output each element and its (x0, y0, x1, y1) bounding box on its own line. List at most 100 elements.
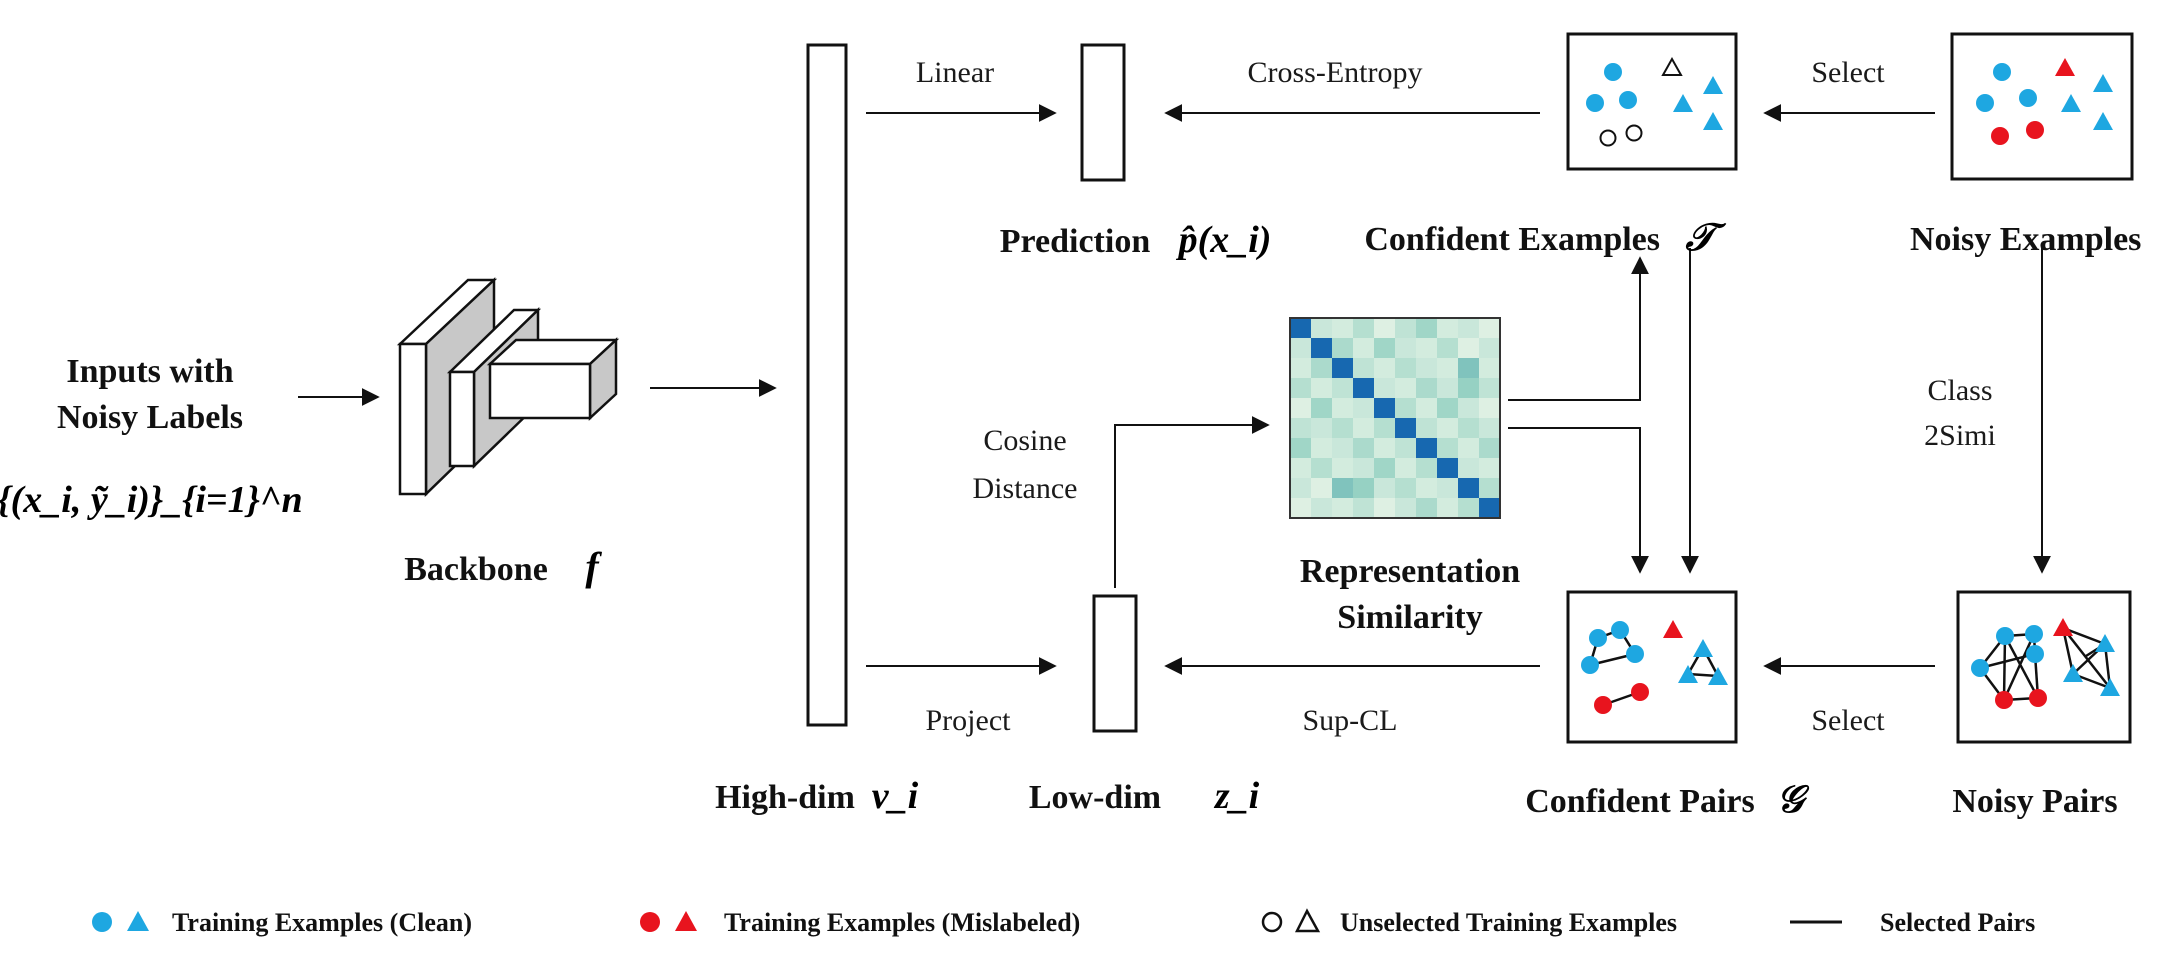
heatmap-cell (1458, 398, 1480, 419)
heatmap-cell (1479, 378, 1501, 399)
heatmap-cell (1332, 438, 1354, 459)
prediction-label: Prediction (1000, 223, 1151, 260)
heatmap-cell (1437, 358, 1459, 379)
heatmap-cell (1479, 498, 1501, 519)
prediction-math: p̂(x_i) (1176, 219, 1272, 261)
heatmap-cell (1395, 358, 1417, 379)
noisy-pairs-box (1956, 590, 2132, 744)
mislabeled-circle (1631, 683, 1649, 701)
legend-mislabeled-triangle (675, 911, 697, 931)
heatmap-cell (1416, 398, 1438, 419)
heatmap-cell (1458, 458, 1480, 479)
heatmap-cell (1353, 378, 1375, 399)
heatmap-cell (1311, 458, 1333, 479)
arrow-heatmap-to-confident-examples (1508, 256, 1649, 401)
heatmap-cell (1416, 378, 1438, 399)
heatmap-cell (1290, 338, 1312, 359)
heatmap-cell (1374, 358, 1396, 379)
backbone-icon (396, 277, 620, 497)
linear-label: Linear (916, 56, 994, 89)
mislabeled-triangle (1663, 620, 1683, 638)
heatmap-cell (1290, 418, 1312, 439)
mislabeled-circle (1991, 127, 2009, 145)
clean-triangle (1693, 639, 1713, 657)
clean-circle (1996, 627, 2014, 645)
heatmap-cell (1416, 318, 1438, 339)
heatmap-cell (1374, 458, 1396, 479)
clean-circle (1971, 659, 1989, 677)
low-dim-bar (1092, 594, 1138, 733)
heatmap-cell (1290, 498, 1312, 519)
noisy-examples-box (1950, 32, 2134, 181)
backbone-label: Backbone (404, 551, 548, 588)
heatmap-cell (1395, 418, 1417, 439)
heatmap-cell (1290, 398, 1312, 419)
heatmap-cell (1479, 418, 1501, 439)
heatmap-cell (1458, 498, 1480, 519)
heatmap-cell (1290, 318, 1312, 339)
heatmap-cell (1290, 458, 1312, 479)
clean-circle (1993, 63, 2011, 81)
heatmap-cell (1374, 338, 1396, 359)
legend-item-unselected: Unselected Training Examples (1261, 908, 1677, 937)
heatmap-cell (1479, 458, 1501, 479)
backbone-math: f (585, 544, 602, 589)
clean-circle (1586, 94, 1604, 112)
heatmap-cell (1353, 438, 1375, 459)
heatmap-cell (1353, 498, 1375, 519)
confident-examples-box (1566, 32, 1738, 171)
clean-circle (1611, 621, 1629, 639)
arrow-cosine-distance (1114, 416, 1270, 588)
heatmap-cell (1311, 358, 1333, 379)
clean-circle (2025, 625, 2043, 643)
arrow-heatmap-to-confident-pairs (1508, 427, 1649, 574)
heatmap-cell (1437, 338, 1459, 359)
inputs-title-line1: Inputs with (66, 353, 233, 390)
heatmap-cell (1311, 398, 1333, 419)
similarity-heatmap (1290, 318, 1501, 519)
heatmap-cell (1332, 378, 1354, 399)
heatmap-cell (1395, 398, 1417, 419)
heatmap-cell (1437, 458, 1459, 479)
heatmap-cell (1458, 438, 1480, 459)
rep-similarity-line1: Representation (1300, 553, 1520, 590)
heatmap-cell (1332, 498, 1354, 519)
heatmap-cell (1479, 478, 1501, 499)
clean-triangle (1673, 94, 1693, 112)
clean-circle (1976, 94, 1994, 112)
heatmap-cell (1416, 478, 1438, 499)
heatmap-cell (1437, 318, 1459, 339)
heatmap-cell (1311, 418, 1333, 439)
legend: Training Examples (Clean) Training Examp… (92, 908, 2035, 937)
mislabeled-circle (2026, 121, 2044, 139)
high-dim-math: v_i (872, 775, 919, 817)
noisy-examples-label: Noisy Examples (1910, 221, 2141, 258)
confident-pairs-box (1566, 590, 1738, 744)
heatmap-frame (1289, 317, 1501, 519)
heatmap-cell (1332, 358, 1354, 379)
clean-circle (1581, 656, 1599, 674)
clean-triangle (2063, 664, 2083, 682)
select-top-label: Select (1811, 56, 1885, 89)
heatmap-cell (1332, 318, 1354, 339)
clean-triangle (1703, 76, 1723, 94)
heatmap-cell (1416, 438, 1438, 459)
legend-unselected-circle (1261, 911, 1283, 933)
low-dim-label: Low-dim (1029, 779, 1161, 816)
heatmap-cell (1458, 318, 1480, 339)
class2simi-line2: 2Simi (1924, 419, 1996, 452)
clean-triangle (2061, 94, 2081, 112)
clean-triangle (2100, 678, 2120, 696)
mislabeled-circle (1594, 696, 1612, 714)
heatmap-cell (1290, 358, 1312, 379)
heatmap-cell (1395, 478, 1417, 499)
project-label: Project (926, 704, 1012, 737)
heatmap-cell (1290, 478, 1312, 499)
heatmap-cell (1458, 418, 1480, 439)
confident-examples-label: Confident Examples (1364, 221, 1660, 258)
heatmap-cell (1479, 398, 1501, 419)
heatmap-cell (1437, 478, 1459, 499)
heatmap-cell (1437, 398, 1459, 419)
heatmap-cell (1332, 478, 1354, 499)
